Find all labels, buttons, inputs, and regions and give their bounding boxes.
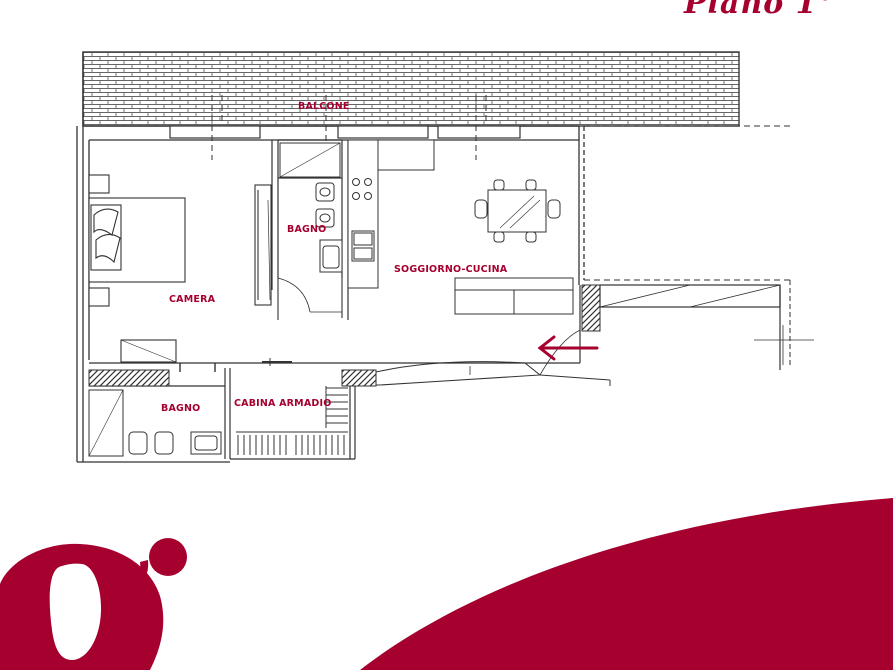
closet-side-shelves bbox=[325, 386, 348, 428]
bathroom-bottom-fixtures bbox=[88, 363, 222, 457]
page-title: Piano 1° bbox=[684, 0, 834, 21]
bed bbox=[88, 174, 186, 363]
sofa bbox=[454, 277, 574, 315]
closet bbox=[236, 358, 348, 455]
dining-table bbox=[474, 179, 561, 243]
entrance-door bbox=[375, 329, 611, 386]
arrow-left-icon bbox=[537, 335, 599, 361]
outer-walls bbox=[76, 52, 790, 463]
room-label-cabina-armadio: CABINA ARMADIO bbox=[234, 398, 332, 409]
room-label-camera: CAMERA bbox=[169, 294, 216, 305]
brand-logo bbox=[0, 538, 187, 670]
bathroom-top-fixtures bbox=[279, 142, 343, 273]
balcony bbox=[82, 51, 740, 127]
structural-blocks bbox=[88, 284, 601, 387]
room-label-bagno-top: BAGNO bbox=[287, 224, 327, 235]
kitchen-counter bbox=[347, 139, 435, 289]
room-label-soggiorno-cucina: SOGGIORNO-CUCINA bbox=[394, 264, 508, 275]
camera-doors bbox=[254, 184, 343, 320]
room-label-balcone: BALCONE bbox=[298, 101, 350, 112]
windows bbox=[169, 95, 521, 160]
terrace-extension bbox=[599, 280, 814, 370]
room-label-bagno-bottom: BAGNO bbox=[161, 403, 201, 414]
closet-hangers bbox=[237, 435, 345, 455]
brand-background bbox=[360, 498, 893, 670]
